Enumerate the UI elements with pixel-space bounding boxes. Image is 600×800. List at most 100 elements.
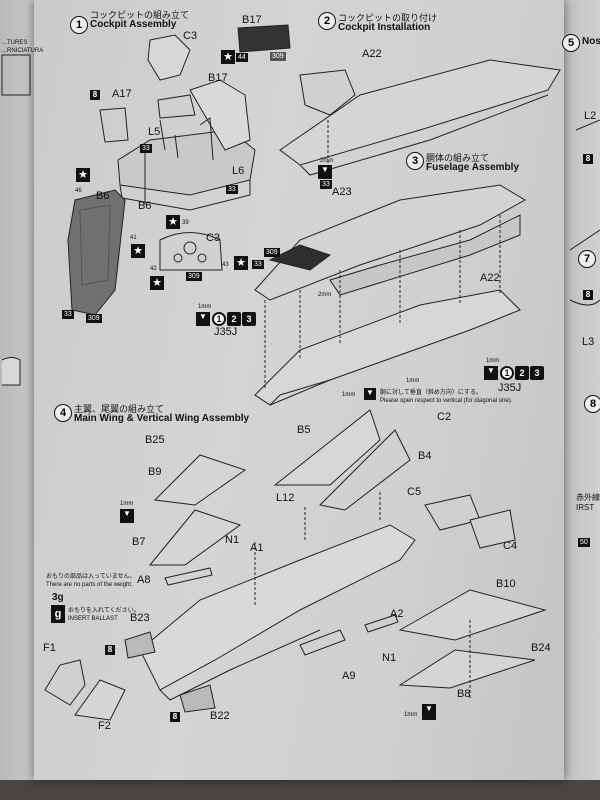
drill-size-note: 1mm (486, 358, 500, 364)
part-label-b25: B25 (145, 434, 165, 446)
color-code-33: 33 (140, 144, 152, 153)
color-code-50: 50 (578, 538, 590, 547)
irst-note-jp: 赤外線 (576, 493, 600, 502)
step-2-number: 2 (318, 12, 336, 30)
marking-sequence: 1 2 3 (212, 312, 256, 326)
color-star-icon: ★ (221, 50, 235, 64)
drill-icon: ▼ (120, 509, 134, 523)
color-code-309: 309 (270, 52, 286, 61)
vertical-note-jp: 胴に対して垂直（斜め方向）にする。 (380, 390, 482, 396)
ballast-note-jp: おもりの部品は入っていません。 (46, 574, 136, 580)
part-label-b10: B10 (496, 578, 516, 590)
step-4-number: 4 (54, 404, 72, 422)
step-5-number: 5 (562, 34, 580, 52)
ballast-insert-en: INSERT BALLAST (68, 616, 118, 622)
step-1-heading: コックピットの組み立て Cockpit Assembly (90, 10, 189, 30)
part-label-b8: B8 (457, 688, 471, 700)
drill-icon: ▼ (318, 165, 332, 179)
part-label-b6: B6 (96, 190, 110, 202)
color-code-43: 43 (222, 262, 229, 268)
step-3-title-en: Fuselage Assembly (426, 162, 520, 173)
color-code-41: 41 (130, 235, 137, 241)
part-label-b24: B24 (531, 642, 551, 654)
part-label-f1: F1 (43, 642, 56, 654)
part-label-b7: B7 (132, 536, 146, 548)
marking-sequence: 1 2 3 (500, 366, 544, 380)
color-star-icon: ★ (131, 244, 145, 258)
part-label-n1: N1 (225, 534, 240, 546)
part-label-b22: B22 (210, 710, 230, 722)
color-code-33: 33 (62, 310, 74, 319)
drill-size-note: 1mm (406, 378, 420, 384)
drill-icon: ▼ (422, 704, 436, 720)
weight-icon: g (51, 605, 65, 623)
part-label-j35j: J35J (498, 382, 522, 394)
part-label-c3: C3 (206, 232, 221, 244)
color-code-8: 8 (105, 645, 115, 655)
part-label-b23: B23 (130, 612, 150, 624)
drill-icon: ▼ (364, 388, 376, 400)
step-1-title-jp: コックピットの組み立て (90, 10, 190, 20)
part-label-c5: C5 (407, 486, 422, 498)
step-7-number: 7 (578, 250, 596, 268)
left-page-fragment: ...TURES (2, 40, 28, 46)
step-4-title-jp: 主翼、尾翼の組み立て (74, 404, 165, 414)
step-2-title-jp: コックピットの取り付け (338, 13, 438, 23)
marking-step: 2 (227, 312, 241, 326)
part-label-n1: N1 (382, 652, 397, 664)
step-2-title-en: Cockpit Installation (338, 22, 431, 33)
drill-size-note: 1mm (120, 501, 134, 507)
part-label-b4: B4 (418, 450, 432, 462)
part-label-a1: A1 (250, 542, 264, 554)
drill-size-note: 1mm (198, 304, 212, 310)
part-label-b17: B17 (208, 72, 228, 84)
color-code-46: 46 (75, 188, 82, 194)
color-star-icon: ★ (150, 276, 164, 290)
part-label-b6: B6 (138, 200, 152, 212)
color-code-8: 8 (583, 290, 593, 300)
color-star-icon: ★ (234, 256, 248, 270)
irst-note: IRST (576, 503, 595, 512)
left-page-fragment: ...RNICIATURA (2, 48, 44, 54)
step-5-title-fragment: Nos (582, 36, 600, 47)
color-code-42: 42 (150, 266, 157, 272)
color-code-8: 8 (583, 154, 593, 164)
part-label-c3: C3 (183, 30, 198, 42)
step-2-heading: コックピットの取り付け Cockpit Installation (338, 13, 437, 33)
color-star-icon: ★ (166, 215, 180, 229)
part-label-b5: B5 (297, 424, 311, 436)
color-code-44: 44 (236, 53, 248, 62)
part-label-a22: A22 (362, 48, 382, 60)
drill-size-note: 1mm (342, 392, 356, 398)
part-label-a17: A17 (112, 88, 132, 100)
step-8-number: 8 (584, 395, 600, 413)
drill-icon: ▼ (196, 312, 210, 326)
table-surface (0, 780, 600, 800)
drill-icon: ▼ (484, 366, 498, 380)
marking-step: 3 (242, 312, 256, 326)
step-1-number: 1 (70, 16, 88, 34)
step-3-heading: 胴体の組み立て Fuselage Assembly (426, 153, 519, 173)
step-3-title-jp: 胴体の組み立て (426, 153, 490, 163)
color-code-33: 33 (252, 260, 264, 269)
part-label-f2: F2 (98, 720, 111, 732)
part-label-b9: B9 (148, 466, 162, 478)
drill-size-note: 2mm (318, 292, 332, 298)
part-label-j35j: J35J (214, 326, 238, 338)
step-4-title-en: Main Wing & Vertical Wing Assembly (74, 413, 250, 424)
part-label-l6: L6 (232, 165, 245, 177)
ballast-insert-jp: おもりを入れてください。 (68, 608, 140, 614)
color-code-309: 309 (186, 272, 202, 281)
part-label-l5: L5 (148, 126, 161, 138)
color-code-8: 8 (90, 90, 100, 100)
marking-step: 3 (530, 366, 544, 380)
step-1-title-en: Cockpit Assembly (90, 19, 177, 30)
drill-size-note: 2mm (320, 158, 334, 164)
ballast-weight: 3g (52, 592, 64, 603)
color-code-33: 33 (320, 180, 332, 189)
part-label-a22: A22 (480, 272, 500, 284)
ballast-note-en: There are no parts of the weight. (46, 582, 133, 588)
color-code-39: 39 (182, 220, 189, 226)
color-star-icon: ★ (76, 168, 90, 182)
